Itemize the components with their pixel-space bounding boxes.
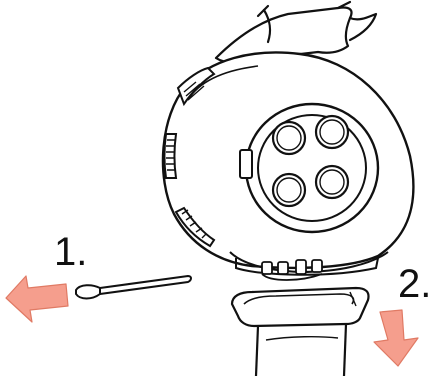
lens-top-right-icon [316, 116, 348, 148]
step-1-label: 1. [54, 232, 87, 272]
step-2-label: 2. [398, 264, 431, 304]
arrow-down-icon [374, 310, 418, 366]
cleaning-tool [76, 276, 191, 299]
grill-slot-middle [165, 134, 177, 178]
plate-tab [240, 150, 252, 178]
arrow-left-icon [6, 276, 68, 322]
lens-bottom-right-icon [316, 166, 348, 198]
bottom-cap [232, 288, 369, 376]
lens-top-left-icon [273, 122, 305, 154]
lens-bottom-left-icon [273, 174, 305, 206]
